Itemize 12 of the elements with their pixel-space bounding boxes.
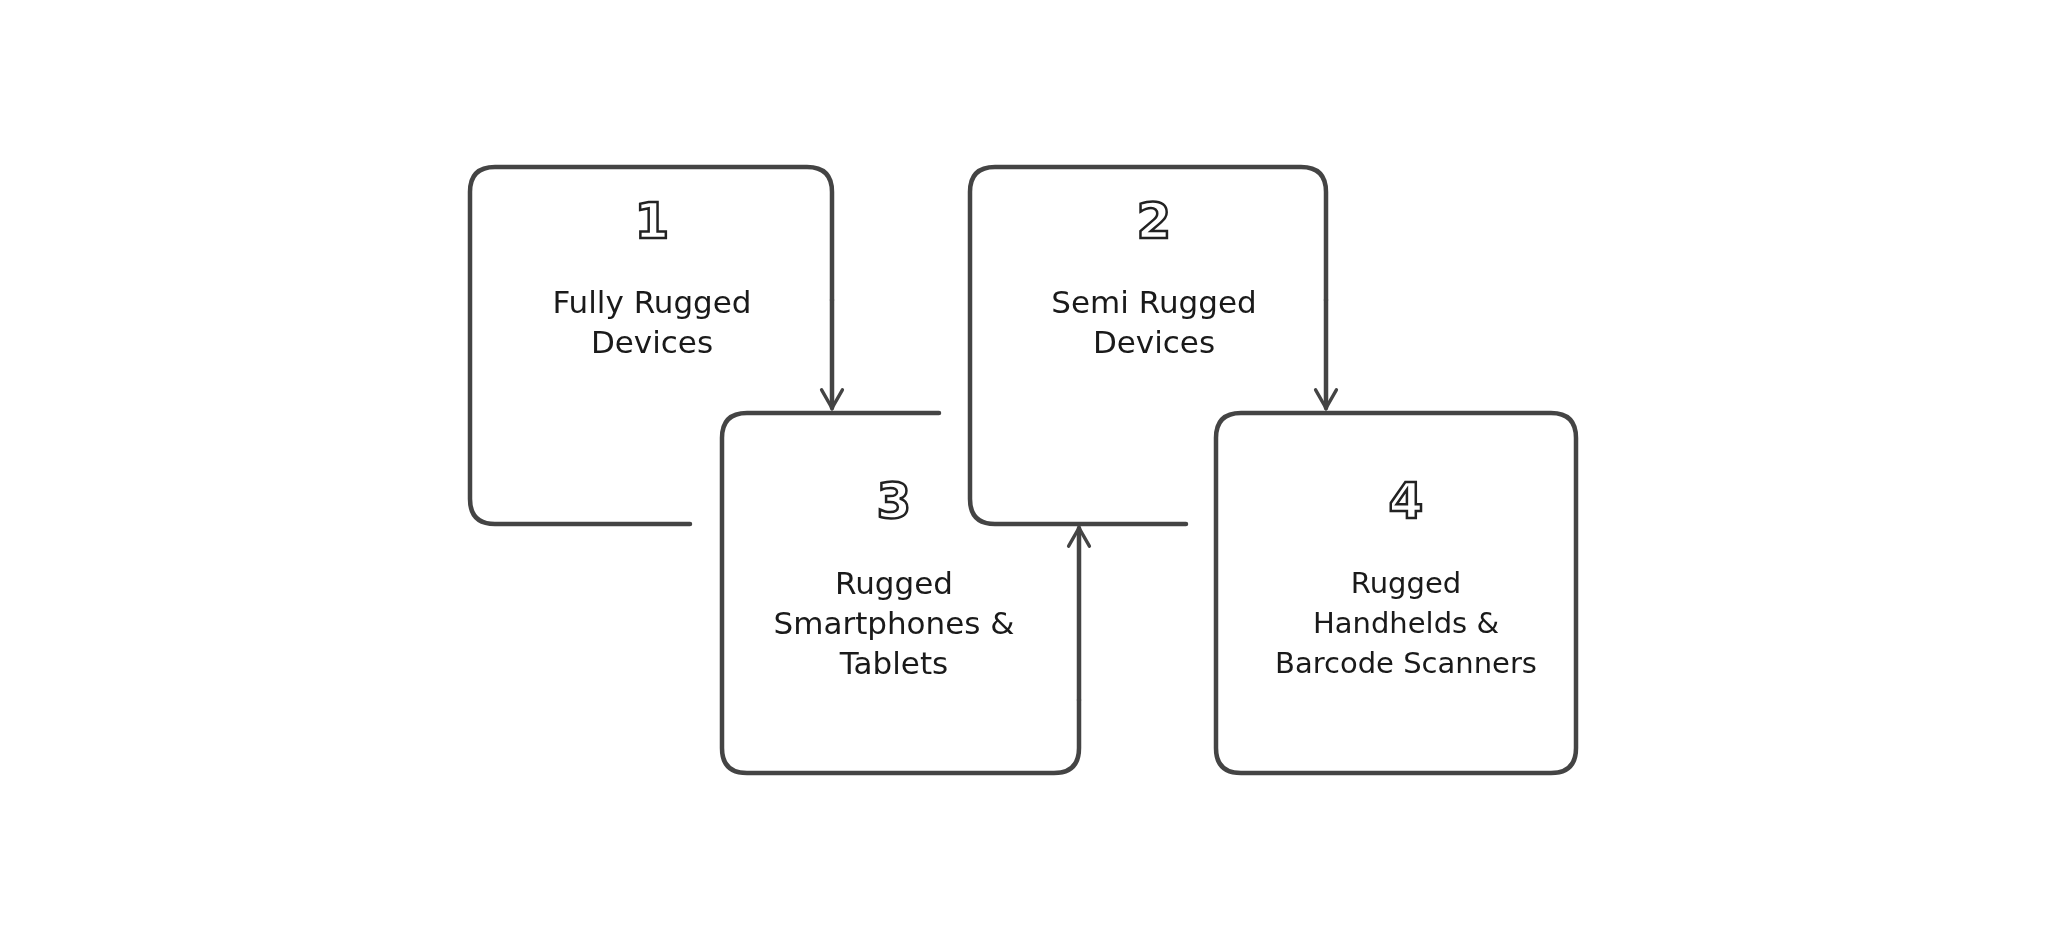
process-box [470, 167, 832, 524]
step-label: Rugged Smartphones & Tablets [772, 564, 1016, 683]
step-number: 2 [1136, 193, 1172, 249]
step-label: Fully Rugged Devices [551, 283, 753, 362]
process-box [1216, 413, 1576, 773]
step-label: Rugged Handhelds & Barcode Scanners [1274, 565, 1538, 682]
process-box [970, 167, 1326, 524]
step-label: Semi Rugged Devices [1050, 283, 1258, 362]
step-number: 3 [876, 473, 912, 529]
step-number: 1 [634, 193, 670, 249]
step-number: 4 [1388, 473, 1424, 529]
process-box [722, 413, 1079, 773]
